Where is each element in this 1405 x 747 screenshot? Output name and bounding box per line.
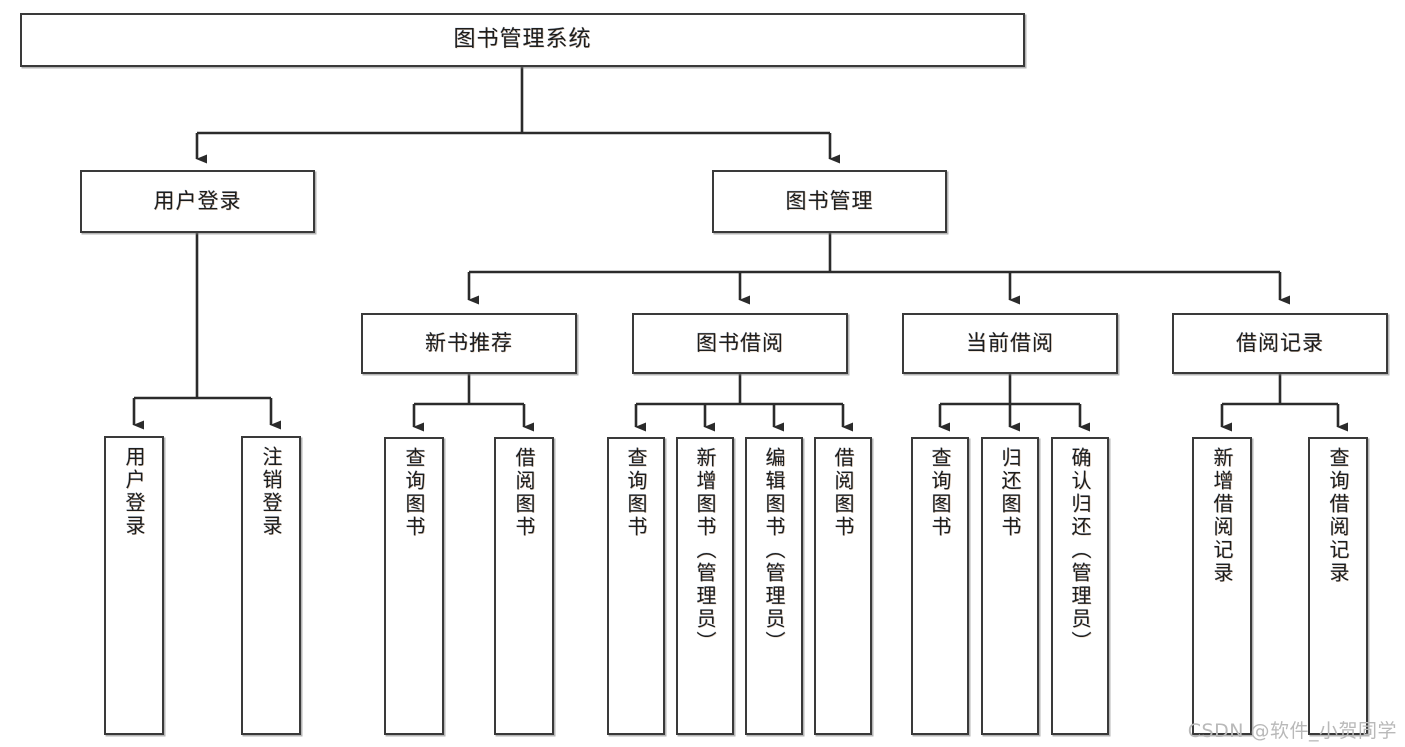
node-leaf-add-book-admin[interactable]: 新增图书（管理员）: [676, 437, 734, 735]
node-leaf-query-book-recommend[interactable]: 查询图书: [384, 437, 444, 735]
node-leaf-query-book-label: 查询图书: [624, 447, 648, 539]
node-leaf-query-book-recommend-label: 查询图书: [402, 447, 426, 539]
node-leaf-query-book-current[interactable]: 查询图书: [911, 437, 969, 735]
node-borrow-record-label: 借阅记录: [1236, 331, 1324, 356]
node-leaf-query-book-current-label: 查询图书: [928, 447, 952, 539]
node-leaf-user-login[interactable]: 用户登录: [104, 436, 164, 735]
node-leaf-edit-book-admin[interactable]: 编辑图书（管理员）: [745, 437, 803, 735]
node-leaf-add-borrow-record-label: 新增借阅记录: [1210, 447, 1234, 585]
node-leaf-query-borrow-record-label: 查询借阅记录: [1326, 447, 1350, 585]
node-book-borrow-label: 图书借阅: [696, 331, 784, 356]
node-leaf-query-book[interactable]: 查询图书: [607, 437, 665, 735]
node-root-system[interactable]: 图书管理系统: [20, 13, 1025, 67]
node-book-management[interactable]: 图书管理: [712, 170, 947, 233]
node-new-book-recommend-label: 新书推荐: [425, 331, 513, 356]
node-book-borrow[interactable]: 图书借阅: [632, 313, 848, 374]
watermark-text: CSDN @软件_小贺同学: [1187, 720, 1397, 742]
node-user-login[interactable]: 用户登录: [80, 170, 315, 233]
node-leaf-borrow-book[interactable]: 借阅图书: [814, 437, 872, 735]
node-borrow-record[interactable]: 借阅记录: [1172, 313, 1388, 374]
node-leaf-confirm-return-admin-label: 确认归还（管理员）: [1068, 447, 1092, 654]
node-leaf-borrow-book-recommend-label: 借阅图书: [512, 447, 536, 539]
node-leaf-edit-book-admin-label: 编辑图书（管理员）: [762, 447, 786, 654]
node-leaf-return-book-label: 归还图书: [998, 447, 1022, 539]
node-leaf-borrow-book-recommend[interactable]: 借阅图书: [494, 437, 554, 735]
node-leaf-confirm-return-admin[interactable]: 确认归还（管理员）: [1051, 437, 1109, 735]
node-leaf-add-book-admin-label: 新增图书（管理员）: [693, 447, 717, 654]
node-leaf-borrow-book-label: 借阅图书: [831, 447, 855, 539]
node-leaf-query-borrow-record[interactable]: 查询借阅记录: [1308, 437, 1368, 735]
node-user-login-label: 用户登录: [153, 189, 242, 214]
node-leaf-return-book[interactable]: 归还图书: [981, 437, 1039, 735]
node-leaf-logout[interactable]: 注销登录: [241, 436, 301, 735]
node-root-system-label: 图书管理系统: [453, 27, 592, 53]
node-current-borrow[interactable]: 当前借阅: [902, 313, 1118, 374]
node-book-management-label: 图书管理: [785, 189, 874, 214]
node-leaf-user-login-label: 用户登录: [122, 446, 146, 538]
node-leaf-add-borrow-record[interactable]: 新增借阅记录: [1192, 437, 1252, 735]
node-current-borrow-label: 当前借阅: [966, 331, 1054, 356]
node-leaf-logout-label: 注销登录: [259, 446, 283, 538]
node-new-book-recommend[interactable]: 新书推荐: [361, 313, 577, 374]
